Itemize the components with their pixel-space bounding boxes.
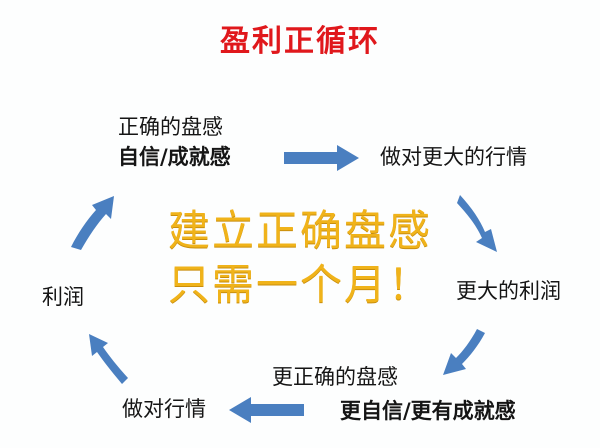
center-slogan-line1: 建立正确盘感 (167, 206, 432, 255)
arrow-left-icon (229, 397, 304, 423)
node-line: 自信/成就感 (118, 145, 231, 169)
node-profit: 利润 (42, 285, 84, 309)
diagram-title: 盈利正循环 (220, 24, 380, 59)
node-bigger-profit: 更大的利润 (456, 279, 561, 303)
node-more-correct-sense: 更正确的盘感 (272, 365, 398, 389)
node-right-trend: 做对行情 (122, 397, 206, 421)
arrow-up-right-icon (71, 196, 114, 250)
arrow-up-left-icon (89, 334, 128, 384)
center-slogan: 建立正确盘感 只需一个月！ (150, 204, 450, 312)
center-slogan-line2: 只需一个月！ (167, 260, 432, 309)
arrow-down-right-icon (457, 195, 497, 252)
arrow-right-icon (284, 145, 359, 171)
node-correct-market-sense: 正确的盘感 自信/成就感 (118, 112, 231, 172)
node-more-confidence: 更自信/更有成就感 (340, 399, 516, 423)
arrow-down-left-icon (443, 329, 485, 375)
node-bigger-trend: 做对更大的行情 (380, 145, 527, 169)
node-line: 正确的盘感 (118, 115, 223, 139)
